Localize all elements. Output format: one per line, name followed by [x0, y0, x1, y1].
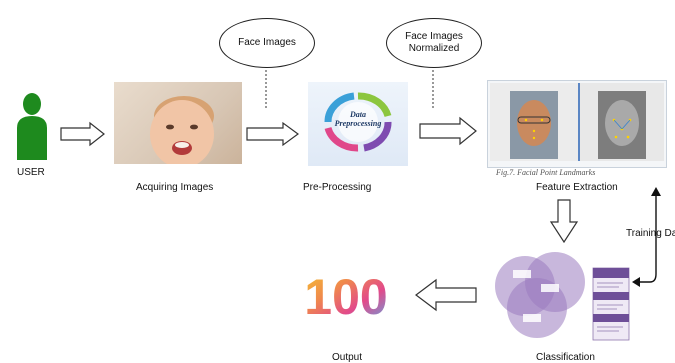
feature-extraction-screenshot — [487, 80, 667, 168]
feature-extraction-caption: Fig.7. Facial Point Landmarks — [496, 168, 596, 177]
feature-extraction-label: Feature Extraction — [536, 182, 618, 193]
classification-label: Classification — [536, 352, 595, 363]
output-value-text: 100 — [304, 269, 387, 322]
preprocessing-graphic-text: Data Preprocessing — [308, 110, 408, 128]
flow-arrow-acquiring-to-preprocessing — [246, 121, 300, 147]
normalized-bubble-line2: Normalized — [408, 43, 460, 54]
user-icon — [17, 93, 47, 160]
normalized-bubble-line1: Face Images — [405, 31, 463, 42]
acquiring-images-label: Acquiring Images — [136, 182, 214, 193]
face-landmark-panel-color — [490, 83, 580, 161]
venn-diagram-graphic — [495, 252, 630, 341]
training-data-arrowhead-start — [632, 277, 640, 287]
face-images-bubble-text: Face Images — [238, 37, 296, 48]
flow-arrow-feature-to-classification — [549, 199, 579, 244]
classification-graphic — [485, 252, 631, 344]
training-data-label: Training Da — [626, 228, 675, 239]
output-value-graphic: 100 — [304, 269, 387, 322]
flow-arrow-user-to-acquiring — [60, 121, 105, 147]
training-data-arrow — [640, 194, 657, 283]
preprocessing-graphic-line1: Data — [350, 110, 366, 119]
output-label: Output — [332, 352, 363, 363]
flow-arrow-classification-to-output — [415, 278, 477, 312]
acquired-face-photo — [114, 82, 242, 164]
training-data-arrowhead — [651, 187, 661, 196]
color-face-graphic — [510, 91, 558, 159]
gray-face-graphic — [598, 91, 646, 159]
child-face-graphic — [150, 96, 214, 164]
data-preprocessing-graphic: Data Preprocessing — [308, 82, 408, 166]
preprocessing-cycle-graphic — [324, 92, 392, 152]
pre-processing-label: Pre-Processing — [303, 182, 372, 193]
user-label: USER — [17, 167, 45, 178]
face-images-normalized-bubble: Face Images Normalized — [386, 18, 482, 68]
face-landmark-panel-gray — [580, 83, 664, 161]
flow-arrow-preprocessing-to-feature — [419, 116, 477, 146]
preprocessing-graphic-line2: Preprocessing — [334, 119, 382, 128]
face-images-bubble: Face Images — [219, 18, 315, 68]
